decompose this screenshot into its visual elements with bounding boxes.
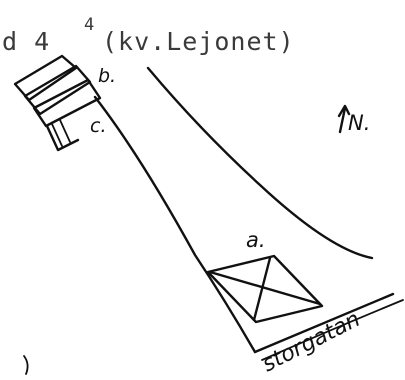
building-b-bar-top bbox=[13, 54, 78, 102]
bracket-mark bbox=[23, 355, 29, 375]
header-block-name: (kv.Lejonet) bbox=[102, 27, 295, 56]
label-a: a. bbox=[246, 228, 266, 252]
building-a-cross-1 bbox=[208, 270, 322, 306]
building-c bbox=[45, 119, 80, 152]
building-c-outline bbox=[45, 124, 80, 152]
street-edge bbox=[261, 299, 404, 361]
north-label: N. bbox=[348, 111, 370, 135]
building-a bbox=[206, 254, 324, 324]
label-c: c. bbox=[90, 115, 107, 137]
header-prefix: d 4 bbox=[2, 27, 50, 56]
header-superscript: 4 bbox=[84, 15, 94, 35]
building-a-cross-2 bbox=[252, 256, 272, 322]
lot-outline bbox=[93, 66, 395, 354]
label-b: b. bbox=[98, 65, 116, 87]
building-c-line-1 bbox=[51, 123, 63, 147]
north-arrow-shaft bbox=[338, 106, 347, 134]
lot-left-edge bbox=[93, 95, 257, 354]
lot-right-edge bbox=[146, 66, 374, 260]
building-a-outline bbox=[206, 254, 324, 324]
north-arrow-head bbox=[337, 104, 351, 118]
building-b-bar-low bbox=[32, 78, 102, 128]
lot-bottom-edge bbox=[253, 292, 395, 354]
building-c-line-2 bbox=[59, 119, 71, 143]
building-b bbox=[13, 54, 102, 128]
north-arrow bbox=[337, 104, 351, 134]
